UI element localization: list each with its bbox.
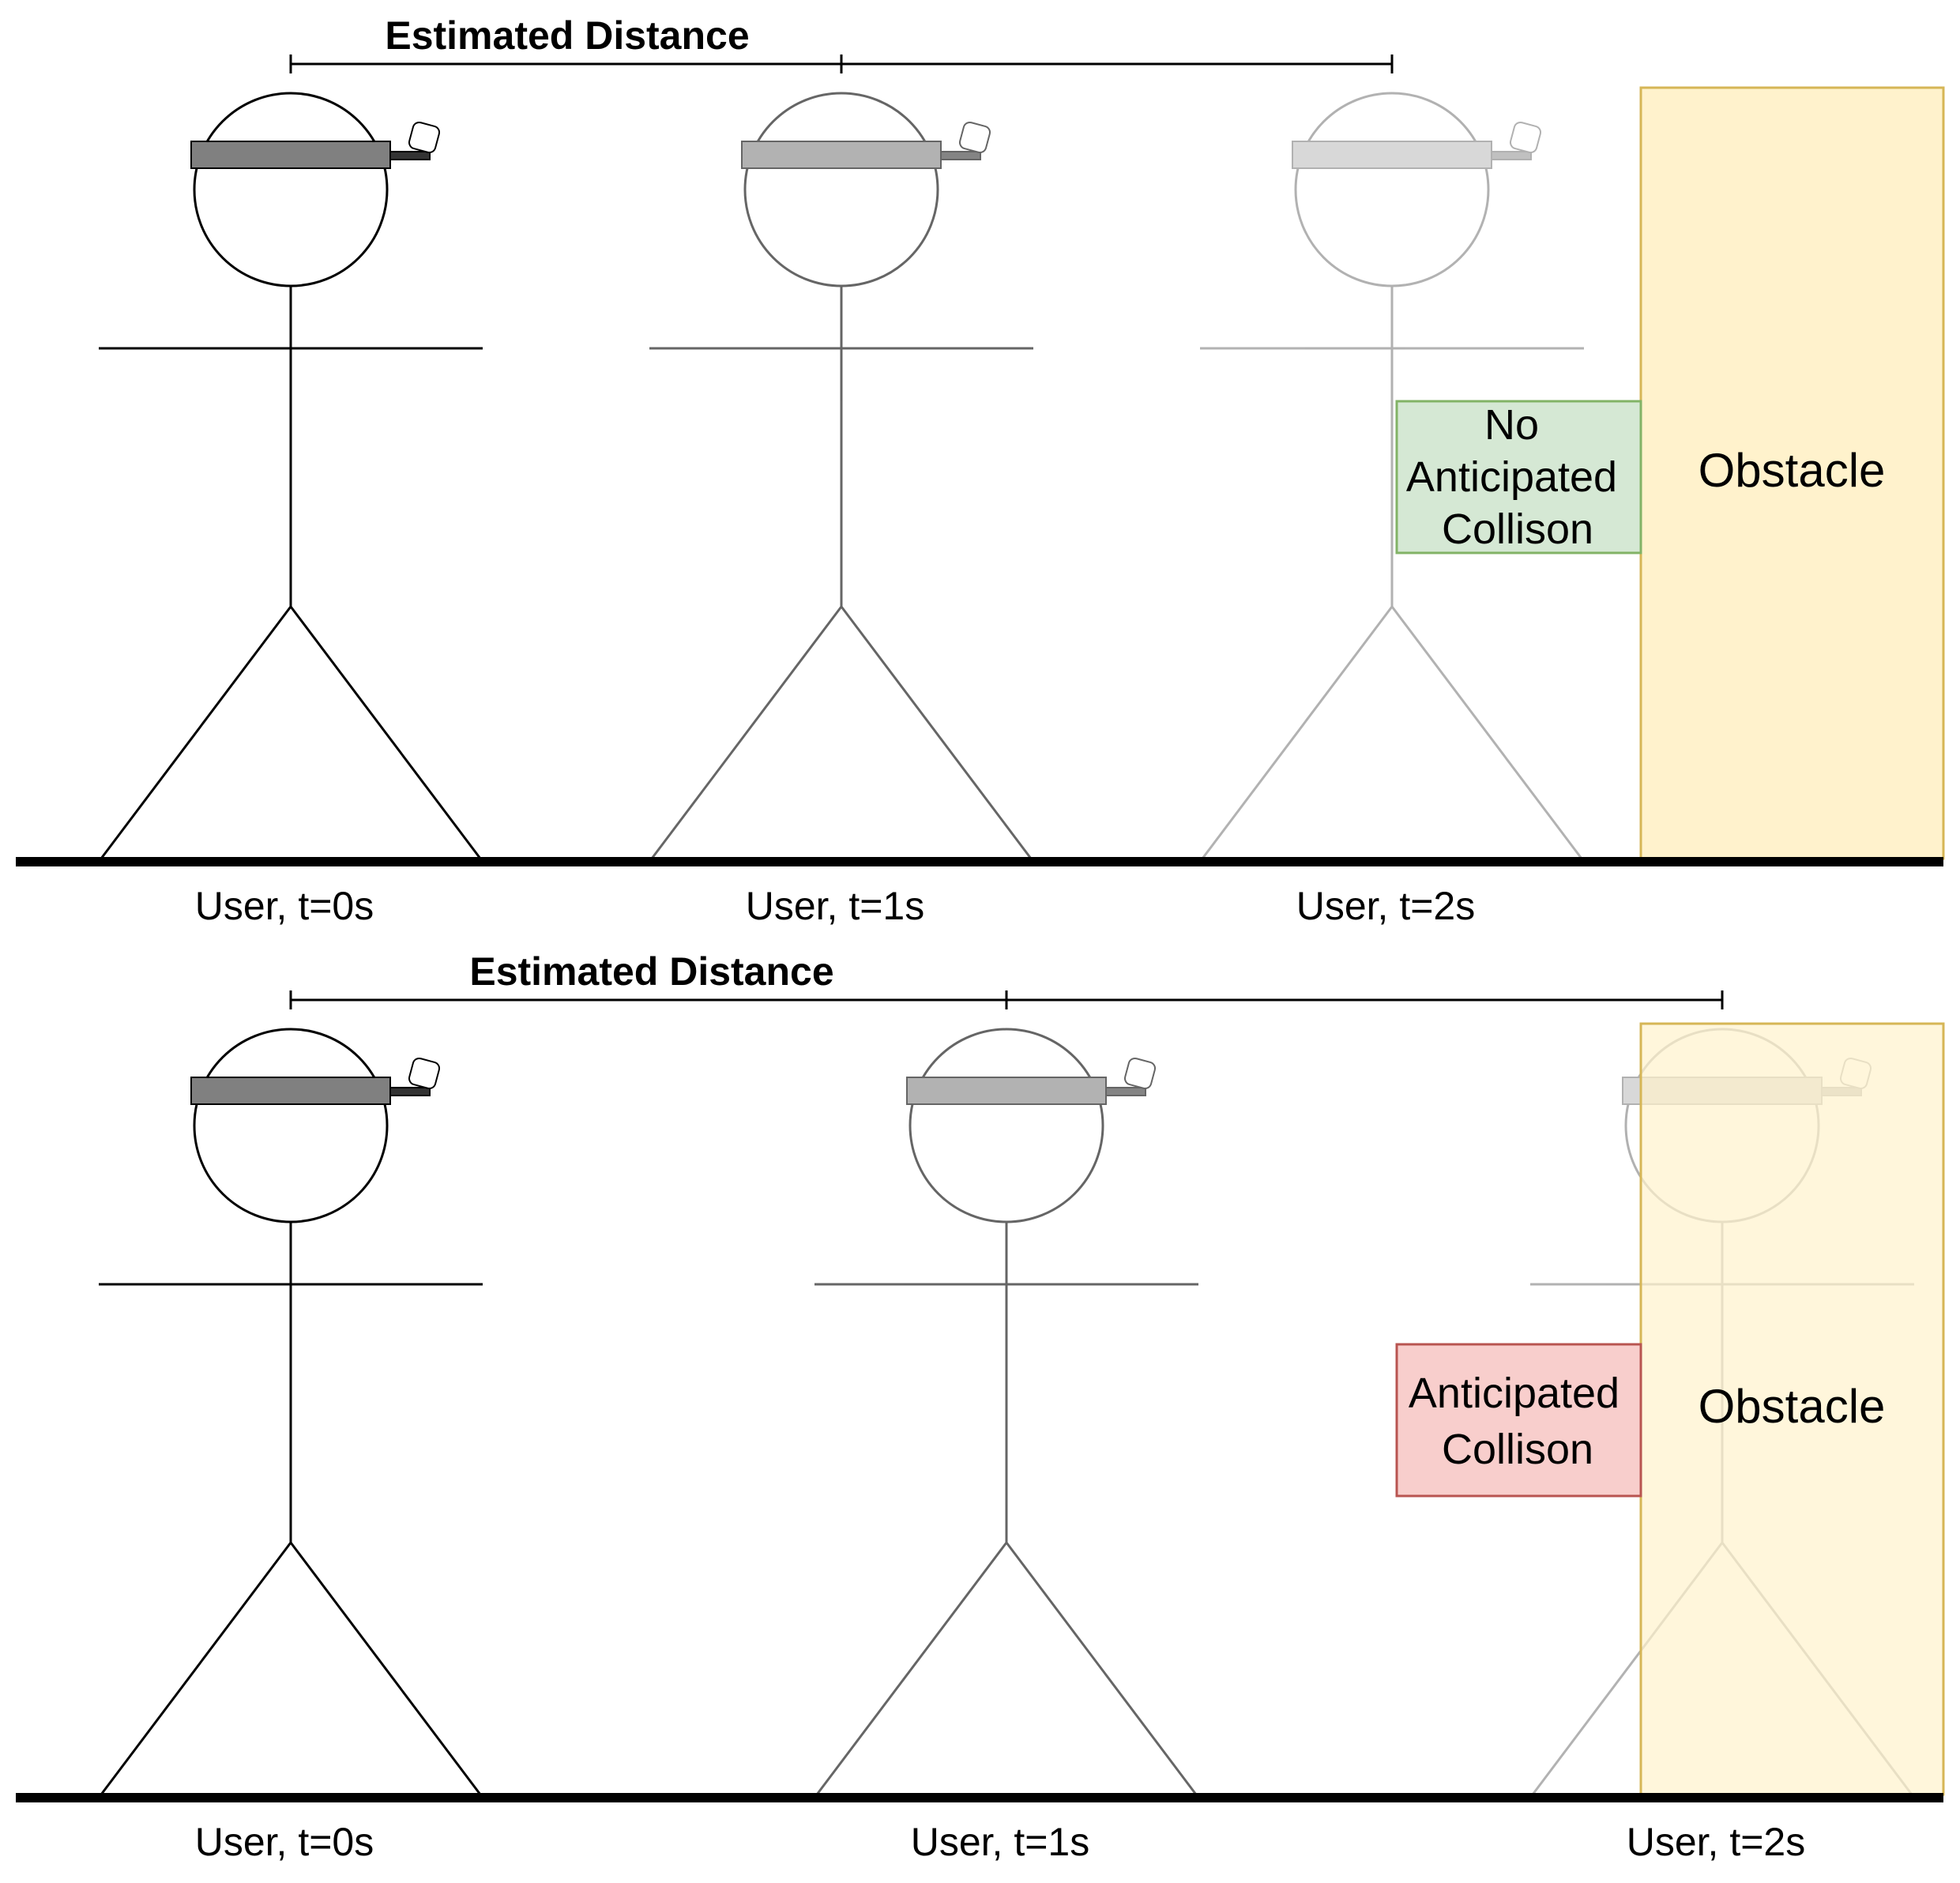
camera-icon xyxy=(958,121,991,154)
top-user-t0 xyxy=(99,92,483,859)
headband-arm xyxy=(1105,1087,1146,1096)
top-user-t1-label: User, t=1s xyxy=(746,884,925,928)
headband-arm xyxy=(1491,151,1532,160)
camera-icon xyxy=(1123,1057,1157,1090)
bottom-obstacle xyxy=(1639,1022,1945,1796)
headband xyxy=(190,141,391,169)
top-status-box xyxy=(1395,400,1642,554)
top-distance-measure xyxy=(289,54,1394,73)
bottom-obstacle-label: Obstacle xyxy=(1699,1380,1886,1433)
top-user-t0-label: User, t=0s xyxy=(195,884,374,928)
bottom-status-box xyxy=(1395,1343,1642,1498)
top-user-t1 xyxy=(649,92,1033,859)
camera-icon xyxy=(408,121,441,154)
camera-icon xyxy=(1509,121,1542,154)
top-user-t2 xyxy=(1200,92,1584,859)
bottom-user-t2-label: User, t=2s xyxy=(1627,1820,1806,1864)
headband xyxy=(1292,141,1492,169)
top-obstacle xyxy=(1639,86,1945,860)
bottom-user-t0-label: User, t=0s xyxy=(195,1820,374,1864)
bottom-user-t1 xyxy=(814,1028,1198,1795)
headband-arm xyxy=(940,151,981,160)
top-obstacle-label: Obstacle xyxy=(1699,444,1886,497)
bottom-user-t1-label: User, t=1s xyxy=(911,1820,1090,1864)
headband xyxy=(906,1077,1107,1105)
top-scenario: Obstacle Estimated Distance xyxy=(16,13,1945,928)
top-user-t2-label: User, t=2s xyxy=(1296,884,1476,928)
bottom-user-t0 xyxy=(99,1028,483,1795)
bottom-distance-measure xyxy=(289,990,1724,1009)
headband xyxy=(741,141,942,169)
top-distance-title: Estimated Distance xyxy=(385,13,749,58)
bottom-distance-title: Estimated Distance xyxy=(469,949,833,994)
headband-arm xyxy=(389,1087,431,1096)
headband xyxy=(190,1077,391,1105)
headband-arm xyxy=(389,151,431,160)
bottom-status-text: Anticipated Collison xyxy=(1409,1370,1631,1473)
bottom-scenario: Estimated Distance xyxy=(16,949,1945,1864)
top-status-text: No Anticipated Collison xyxy=(1406,401,1629,553)
camera-icon xyxy=(408,1057,441,1090)
